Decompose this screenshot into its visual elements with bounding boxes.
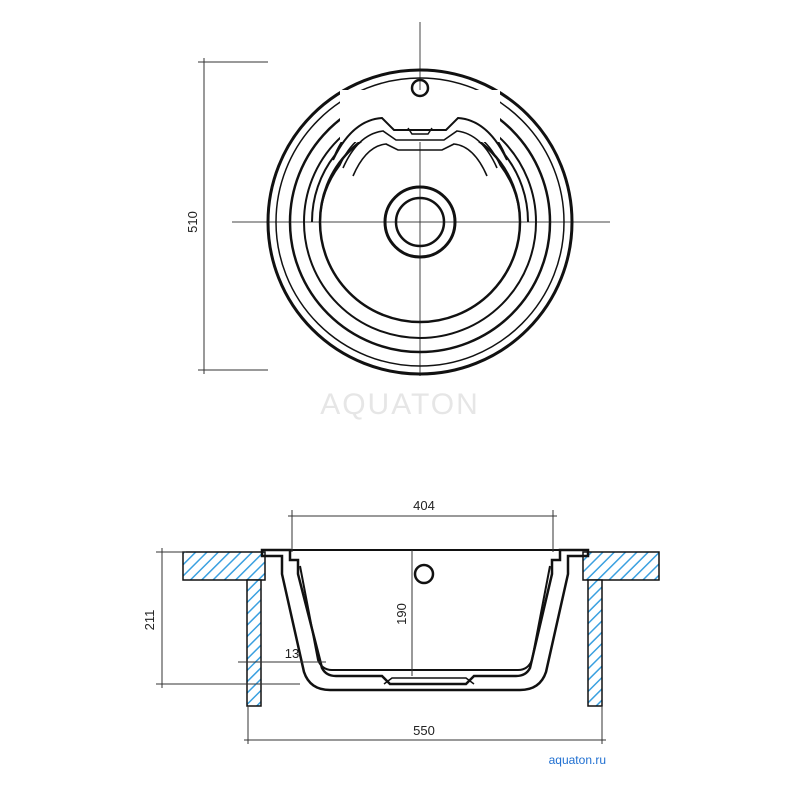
overflow-hole — [413, 563, 435, 585]
outer-rim — [266, 68, 574, 376]
dimension-510 — [198, 58, 268, 374]
outer-rim-inner — [275, 77, 565, 367]
dimension-550-label: 550 — [413, 723, 435, 738]
dimension-404-label: 404 — [413, 498, 435, 513]
drain-outer — [383, 185, 457, 259]
drain-stub — [383, 677, 475, 685]
brand-watermark: AQUATON — [320, 388, 480, 421]
sink-body-inner — [299, 565, 551, 671]
side-section — [182, 548, 660, 707]
dimension-211 — [156, 548, 300, 688]
top-view — [232, 22, 610, 376]
dimension-550 — [244, 706, 606, 744]
dimension-211-label: 211 — [142, 610, 157, 631]
website-url[interactable]: aquaton.ru — [549, 753, 606, 767]
dimension-404 — [288, 510, 557, 552]
faucet-hole — [410, 78, 430, 98]
cabinet-wall-right — [587, 579, 603, 707]
drain-inner — [394, 196, 446, 248]
cabinet-wall-left — [246, 579, 262, 707]
dimension-510-label: 510 — [185, 211, 200, 233]
countertop-right — [582, 551, 660, 581]
dimension-13-label: 13 — [285, 646, 299, 661]
dimension-190-label: 190 — [394, 603, 409, 625]
countertop-left — [182, 551, 266, 581]
faucet-notch — [407, 127, 433, 135]
sink-body-outer — [260, 548, 590, 692]
